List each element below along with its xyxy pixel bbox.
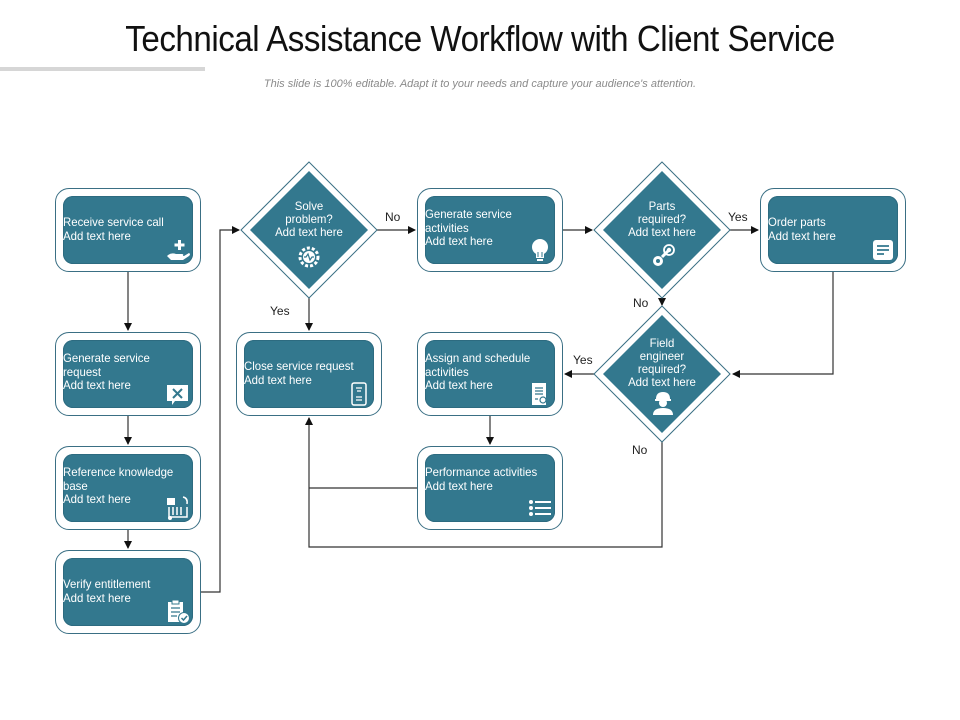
edge-label-solve-yes: Yes	[270, 304, 290, 318]
edge-order-to-field	[732, 272, 834, 378]
node-order-parts[interactable]: Order parts Add text here	[760, 188, 906, 272]
page-title: Technical Assistance Workflow with Clien…	[125, 18, 835, 59]
decision-line: Parts	[648, 199, 676, 213]
node-body: Add text here	[63, 492, 131, 506]
tools-chat-icon	[167, 385, 188, 405]
decision-line: required?	[637, 362, 687, 376]
decision-line: engineer	[639, 349, 685, 363]
decision-line: required?	[637, 212, 687, 226]
node-verify-entitlement[interactable]: Verify entitlement Add text here	[55, 550, 201, 634]
lightbulb-idea-icon	[532, 239, 548, 261]
node-close-service-request[interactable]: Close service request Add text here	[236, 332, 382, 416]
decision-solve-problem[interactable]: Solve problem? Add text here	[257, 200, 362, 239]
node-receive-service-call[interactable]: Receive service call Add text here	[55, 188, 201, 272]
node-title: Generate service activities	[425, 207, 512, 235]
node-title: Close service request	[244, 359, 354, 373]
document-tablet-icon	[351, 382, 367, 406]
decision-field-engineer[interactable]: Field engineer required? Add text here	[610, 337, 715, 389]
node-generate-service-activities[interactable]: Generate service activities Add text her…	[417, 188, 563, 272]
decision-solve-problem-shape	[240, 161, 378, 299]
schedule-document-icon	[532, 383, 547, 405]
node-body: Add text here	[425, 234, 493, 248]
decision-body: Add text here	[628, 225, 696, 239]
node-title: Verify entitlement	[63, 577, 151, 591]
node-title: Assign and schedule activities	[425, 351, 531, 379]
node-reference-knowledge-base[interactable]: Reference knowledge base Add text here	[55, 446, 201, 530]
decision-parts-required-shape	[593, 161, 731, 299]
decision-parts-required[interactable]: Parts required? Add text here	[610, 200, 715, 239]
decision-body: Add text here	[628, 375, 696, 389]
node-title: Receive service call	[63, 215, 164, 229]
engineer-icon	[653, 392, 673, 415]
edge-verify-to-solve	[201, 226, 240, 593]
page-subtitle: This slide is 100% editable. Adapt it to…	[263, 78, 697, 90]
node-performance-activities[interactable]: Performance activities Add text here	[417, 446, 563, 530]
decision-body: Add text here	[275, 225, 343, 239]
node-title: Generate service request	[63, 351, 150, 379]
node-generate-service-request[interactable]: Generate service request Add text here	[55, 332, 201, 416]
node-title: Reference knowledge base	[63, 465, 174, 493]
decision-line: Field	[649, 336, 675, 350]
edge-label-parts-no: No	[633, 296, 649, 310]
node-body: Add text here	[244, 372, 312, 387]
node-body: Add text here	[63, 378, 131, 392]
gears-wrench-icon	[653, 244, 675, 266]
edge-label-field-yes: Yes	[573, 353, 593, 367]
edge-label-field-no: No	[632, 443, 648, 457]
clipboard-check-icon	[168, 599, 190, 624]
node-body: Add text here	[768, 228, 836, 243]
node-body: Add text here	[425, 378, 493, 392]
edge-label-solve-no: No	[385, 210, 401, 224]
edge-label-parts-yes: Yes	[728, 210, 748, 224]
decision-line: Solve	[294, 199, 324, 213]
node-assign-schedule-activities[interactable]: Assign and schedule activities Add text …	[417, 332, 563, 416]
title-underline	[0, 67, 205, 71]
gear-pulse-icon	[298, 246, 320, 268]
node-title: Order parts	[768, 215, 826, 229]
checklist-icon	[529, 500, 551, 516]
knowledge-base-icon	[167, 496, 188, 520]
edge-field-no	[305, 417, 663, 548]
node-body: Add text here	[63, 590, 131, 605]
helping-hand-icon	[167, 240, 190, 260]
order-list-icon	[873, 240, 893, 260]
node-body: Add text here	[63, 228, 131, 243]
decision-line: problem?	[285, 212, 333, 226]
node-body: Add text here	[425, 478, 493, 493]
node-title: Performance activities	[425, 465, 538, 479]
decision-field-engineer-shape	[593, 305, 731, 443]
